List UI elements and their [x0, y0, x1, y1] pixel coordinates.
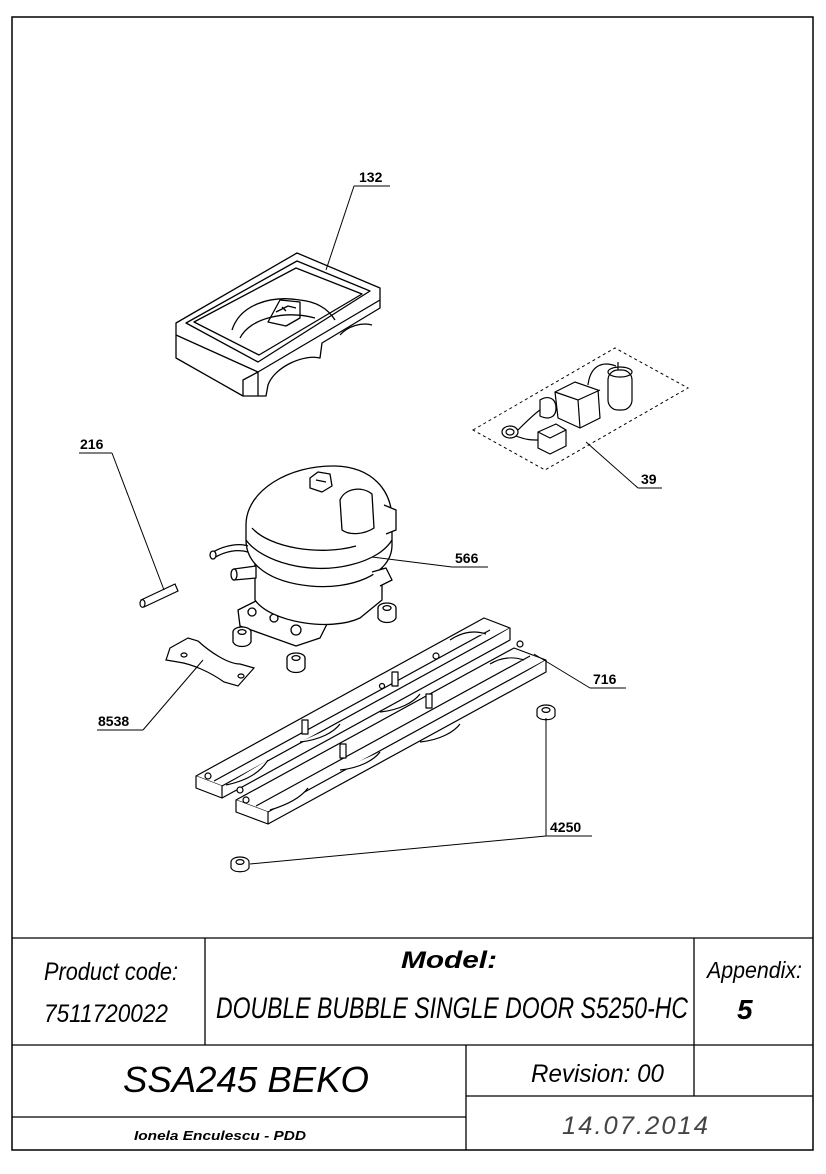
compressor-part-566 — [209, 465, 397, 674]
part-label-216: 216 — [80, 436, 104, 452]
part-label-39: 39 — [641, 471, 657, 487]
model-value: DOUBLE BUBBLE SINGLE DOOR S5250-HC — [216, 992, 688, 1025]
leader-8538 — [142, 659, 204, 731]
product-code-value: 7511720022 — [44, 1000, 168, 1028]
leader-4250-b — [249, 835, 547, 865]
grommet-part-4250 — [230, 704, 556, 873]
leader-39 — [585, 441, 639, 489]
leader-132 — [325, 185, 355, 271]
electrical-kit-part-39 — [471, 347, 690, 471]
leader-716 — [533, 653, 591, 689]
appendix-value: 5 — [737, 994, 753, 1025]
drawing-border — [11, 16, 814, 1151]
leader-216 — [111, 452, 165, 591]
bracket-plate-part-8538 — [165, 637, 256, 687]
part-label-4250: 4250 — [550, 819, 581, 835]
drawing-date: 14.07.2014 — [562, 1112, 710, 1140]
assembly-code: SSA245 BEKO — [123, 1059, 369, 1100]
base-rails-part-716 — [195, 617, 547, 825]
author: Ionela Enculescu - PDD — [134, 1128, 307, 1143]
title-block — [12, 937, 813, 1150]
pin-part-216 — [139, 583, 179, 608]
model-label: Model: — [401, 947, 497, 974]
product-code-label: Product code: — [44, 958, 178, 986]
drip-tray-part-132 — [175, 252, 381, 397]
part-label-132: 132 — [359, 169, 383, 185]
part-label-716: 716 — [593, 671, 617, 687]
appendix-label: Appendix: — [705, 957, 802, 983]
part-label-566: 566 — [455, 550, 479, 566]
part-label-8538: 8538 — [98, 713, 129, 729]
revision: Revision: 00 — [531, 1060, 664, 1088]
leader-566 — [371, 556, 453, 568]
